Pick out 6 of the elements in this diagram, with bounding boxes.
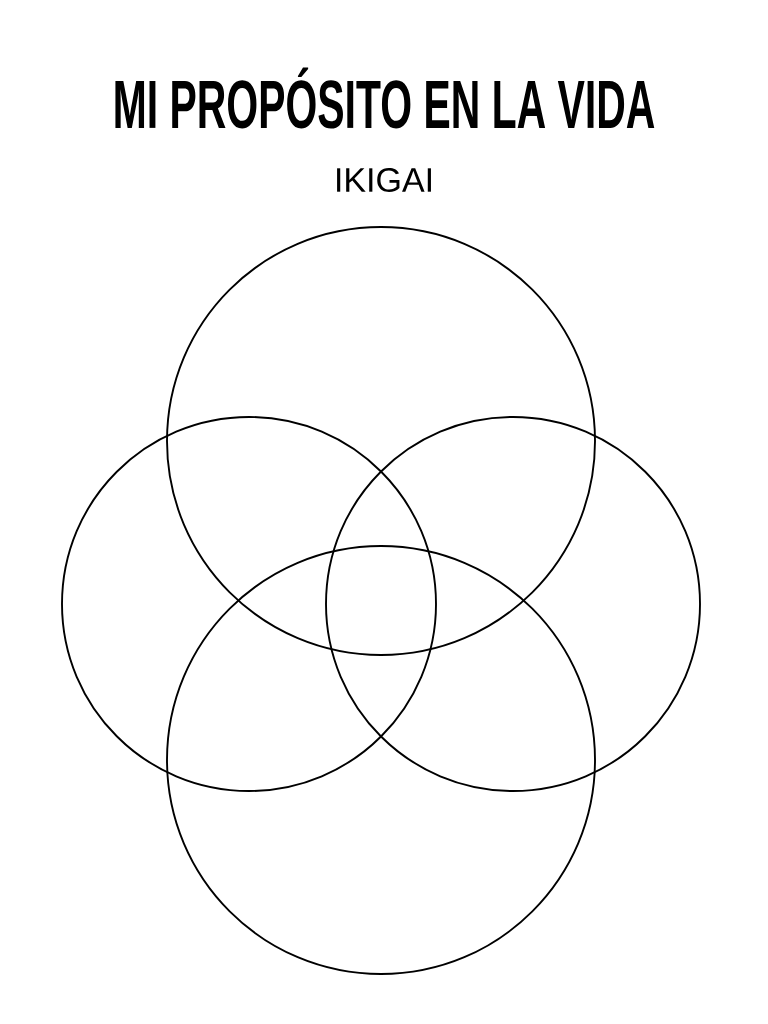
title: MI PROPÓSITO EN LA VIDA (115, 67, 655, 129)
circle (61, 416, 437, 792)
circle (166, 545, 596, 975)
circle (166, 226, 596, 656)
circle (325, 416, 701, 792)
subtitle: IKIGAI (337, 167, 431, 193)
